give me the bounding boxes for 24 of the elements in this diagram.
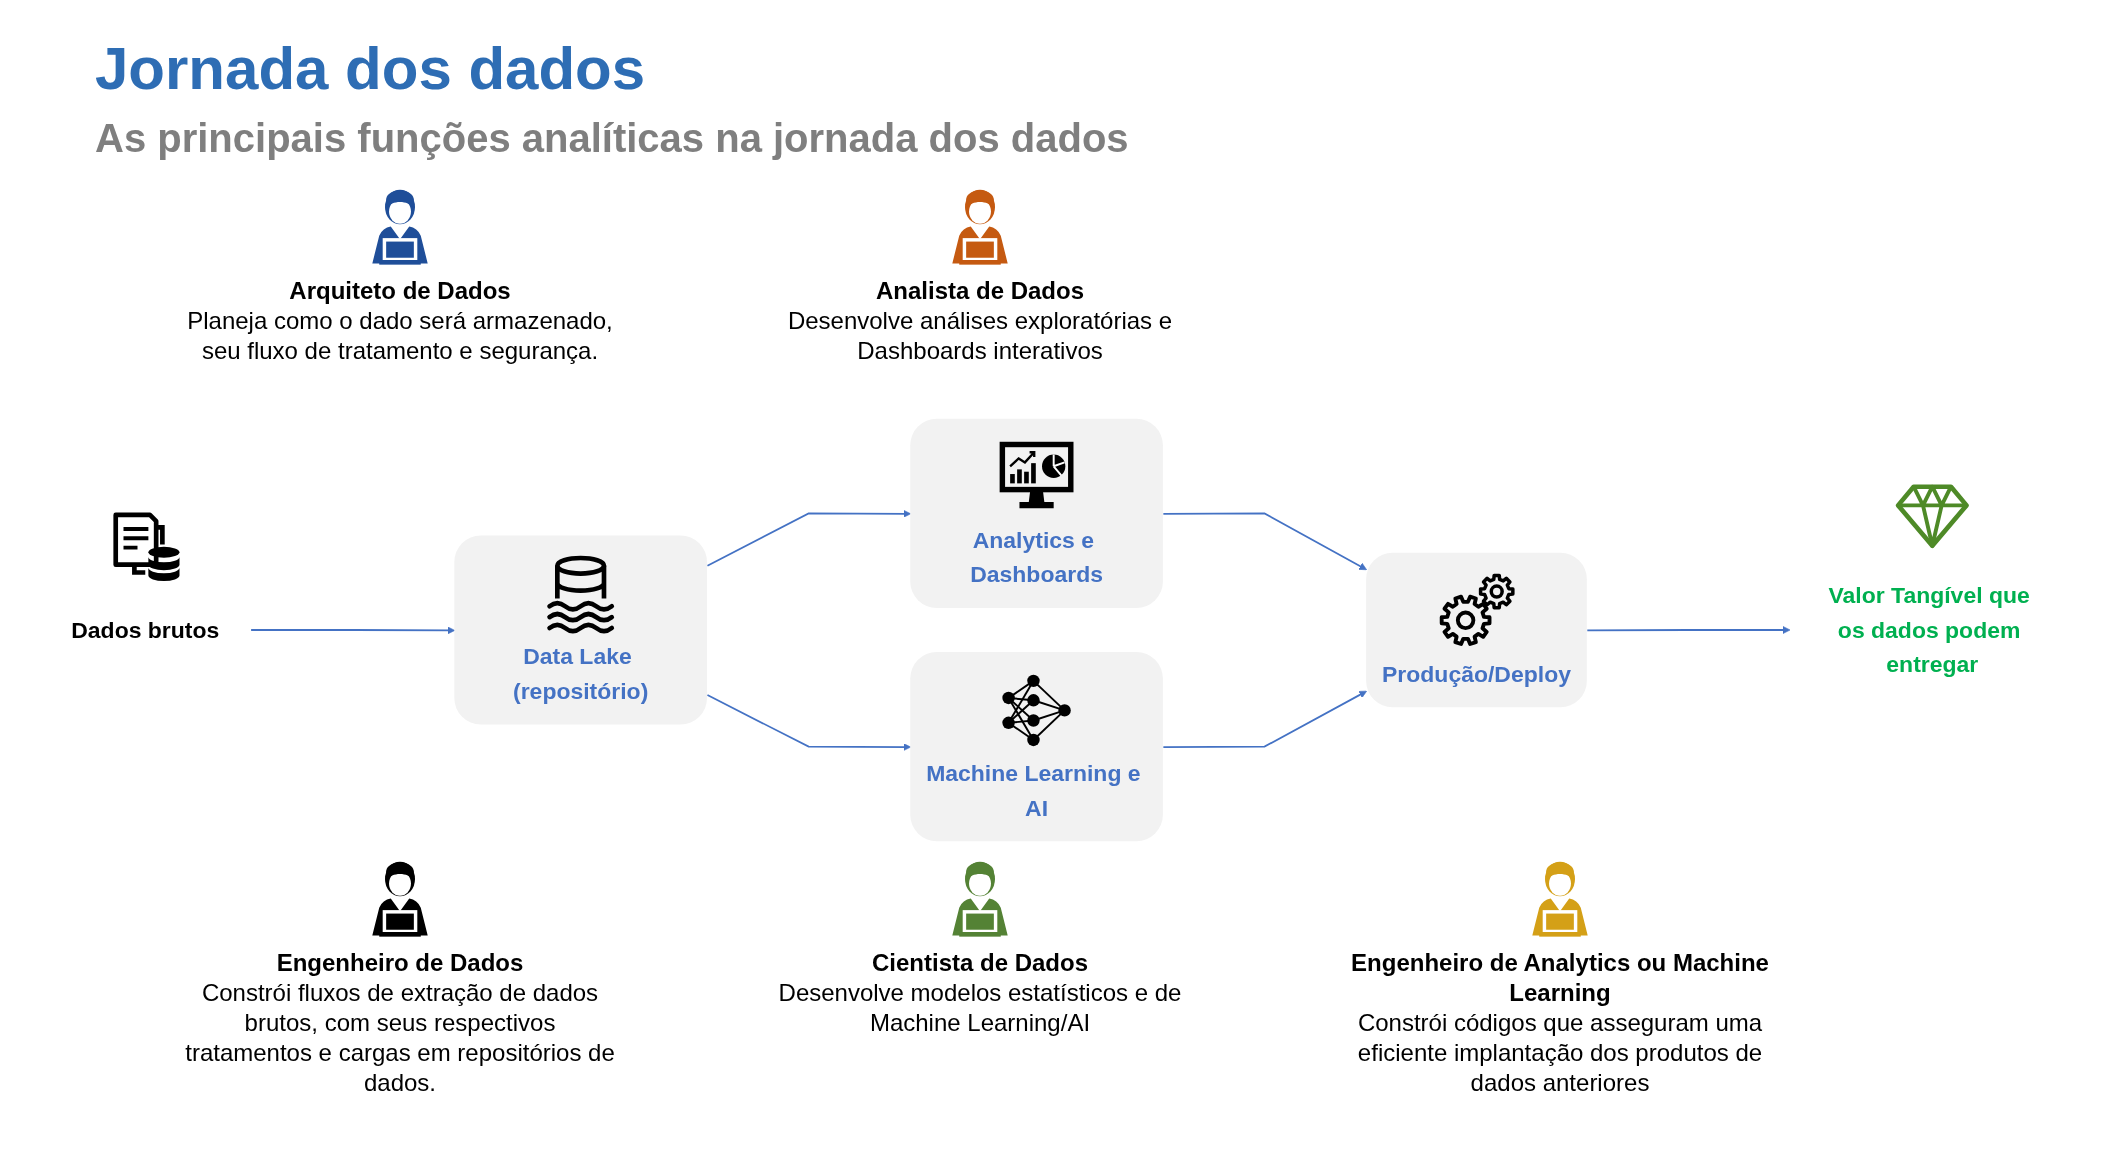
node-box: Machine Learning e AI [910, 652, 1163, 842]
role-title: Cientista de Dados [870, 948, 1089, 978]
role-title: Analista de Dados [874, 276, 1086, 306]
arrow [250, 626, 456, 635]
role-description: Constrói fluxos de extração de dados brutos, com seus respectivos tratamentos e cargas em repositórios de dados. [184, 978, 616, 1098]
node-box: Analytics e Dashboards [910, 418, 1163, 608]
role-title: Arquiteto de Dados [288, 276, 512, 306]
role-description: Planeja como o dado será armazenado, seu fluxo de tratamento e segurança. [186, 306, 614, 366]
role-title: Engenheiro de Dados [275, 948, 525, 978]
arrow [1586, 626, 1791, 634]
role-description: Desenvolve modelos estatísticos e de Machine Learning/AI [777, 978, 1183, 1038]
node-box: Produção/Deploy [1366, 552, 1587, 708]
role-description: Constrói códigos que asseguram uma eficiente implantação dos produtos de dados anteriores [1356, 1008, 1764, 1098]
title: Jornada dos dados [95, 36, 646, 102]
arrow [706, 694, 911, 751]
node-text: Valor Tangível que os dados podem entregar [1828, 581, 2030, 678]
role-description: Desenvolve análises exploratórias e Dashboards interativos [786, 306, 1174, 366]
node-text: Dados brutos [71, 616, 220, 643]
arrow [1162, 690, 1367, 748]
node-box: Data Lake (repositório) [454, 535, 707, 725]
arrow [706, 509, 911, 567]
arrow [1162, 512, 1367, 571]
role-title: Engenheiro de Analytics ou Machine Learning [1350, 948, 1770, 1008]
subtitle: As principais funções analíticas na jornada dos dados [95, 116, 1129, 160]
